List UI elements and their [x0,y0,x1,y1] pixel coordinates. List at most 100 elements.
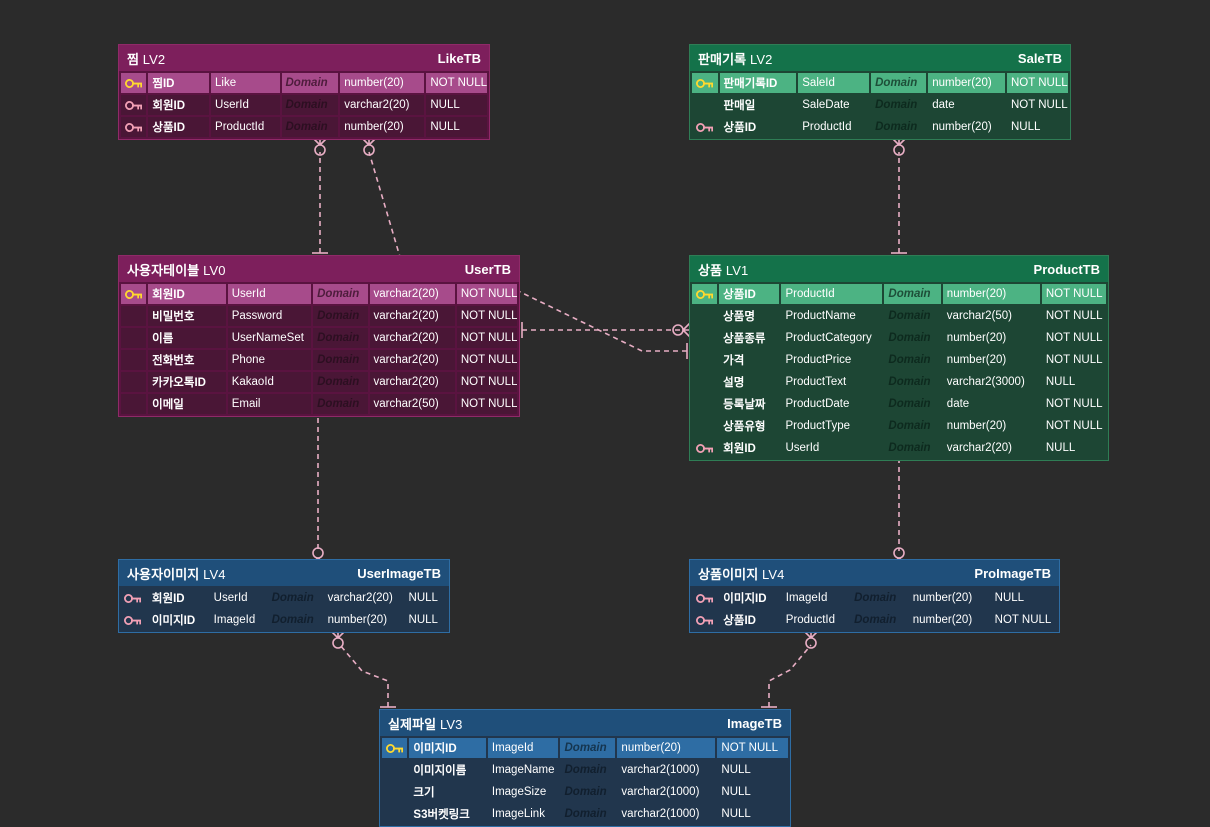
column-domain: Domain [281,117,339,137]
key-cell [121,306,147,326]
column-nullability: NOT NULL [717,738,788,758]
column-name-eng: UserId [211,95,280,115]
column-datatype: date [928,95,1005,115]
column-domain: Domain [560,804,616,824]
column-nullability: NOT NULL [456,350,517,370]
column-domain: Domain [560,760,616,780]
column-datatype: number(20) [340,73,425,93]
foreign-key-icon [124,593,142,604]
column-domain: Domain [884,416,941,436]
relationship-product-sale [891,137,907,254]
column-datatype: number(20) [942,328,1040,348]
relationship-user-product [521,322,691,338]
column-datatype: number(20) [928,117,1005,137]
primary-key-icon [124,78,143,89]
column-name-kor: 크기 [409,782,486,802]
column-name-kor: 이미지ID [409,738,486,758]
column-name-eng: ProductId [781,610,849,630]
column-datatype: number(20) [942,350,1040,370]
column-name-kor: 설명 [719,372,780,392]
column-domain: Domain [884,438,941,458]
table-title-eng: ImageTB [727,715,782,731]
column-datatype: date [942,394,1040,414]
column-name-eng: ImageId [487,738,559,758]
foreign-key-icon [124,615,142,626]
primary-key-icon [695,78,714,89]
column-name-eng: ProductName [781,306,883,326]
column-datatype: number(20) [908,588,989,608]
key-cell [121,350,147,370]
column-name-kor: 회원ID [148,95,210,115]
key-cell [692,306,718,326]
key-cell [121,588,146,608]
column-domain: Domain [871,95,927,115]
column-name-eng: ProductId [211,117,280,137]
column-name-eng: SaleDate [798,95,870,115]
column-domain: Domain [313,394,368,414]
column-name-eng: ImageId [209,610,266,630]
key-cell [121,117,147,137]
column-name-kor: 가격 [719,350,780,370]
column-domain: Domain [267,610,322,630]
column-nullability: NOT NULL [456,284,517,304]
column-name-kor: 이름 [148,328,226,348]
column-name-kor: 상품종류 [719,328,780,348]
foreign-key-icon [695,593,714,604]
column-datatype: number(20) [942,284,1040,304]
table-title-eng: ProductTB [1033,261,1100,277]
table-title-kor: 실제파일 LV3 [388,716,463,732]
column-name-kor: 판매기록ID [719,73,797,93]
column-domain: Domain [884,328,941,348]
key-cell [692,284,718,304]
column-datatype: varchar2(20) [340,95,425,115]
column-domain: Domain [871,73,927,93]
key-cell [121,328,147,348]
column-datatype: varchar2(20) [323,588,403,608]
foreign-key-icon [124,122,143,133]
column-name-eng: ImageName [487,760,559,780]
column-datatype: varchar2(20) [942,438,1040,458]
column-nullability: NOT NULL [990,610,1057,630]
primary-key-icon [124,289,143,300]
column-domain: Domain [313,328,368,348]
column-domain: Domain [871,117,927,137]
table-title-eng: ProImageTB [974,565,1051,581]
